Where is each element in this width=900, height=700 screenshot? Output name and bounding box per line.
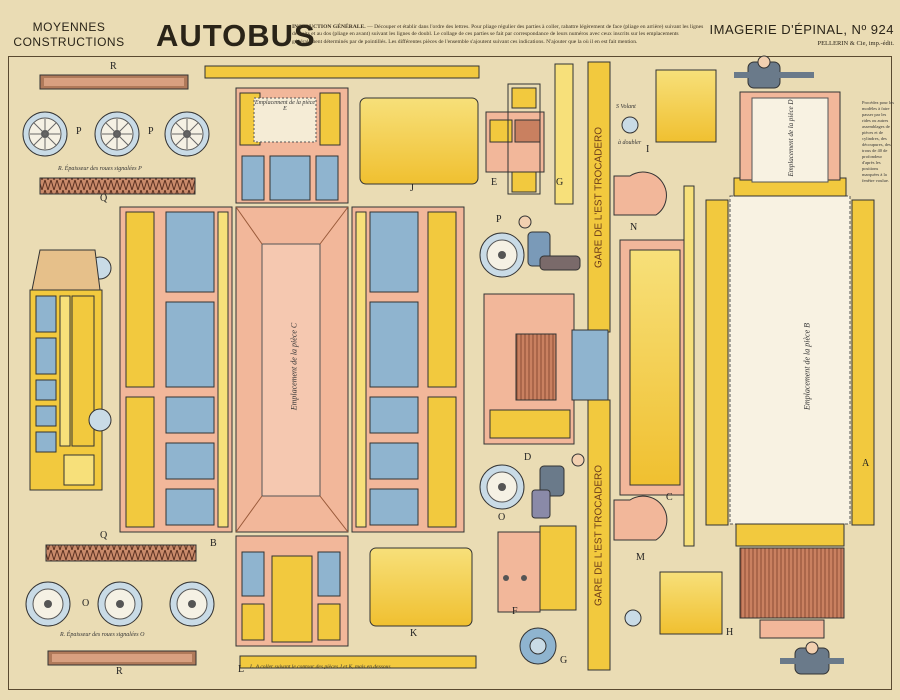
label-k: K: [410, 628, 418, 639]
caption-piece-e: Emplacement de la pièce E: [254, 100, 316, 112]
label-a: A: [862, 458, 870, 469]
caption-piece-c: Emplacement de la pièce C: [289, 322, 299, 411]
label-o-bottom: O: [82, 598, 90, 609]
destination-top: GARE DE L'EST TROCADERO: [593, 127, 605, 269]
caption-volant: S Volant: [616, 104, 636, 110]
label-p3: P: [496, 214, 502, 225]
label-m: M: [636, 552, 645, 563]
label-q-top: Q: [100, 193, 108, 204]
label-o-mid: O: [498, 512, 506, 523]
wheels-bottom: [25, 581, 215, 627]
series-line-2: CONSTRUCTIONS: [13, 35, 125, 49]
figure-bottom-right: [780, 641, 844, 675]
steering-wheel: [621, 116, 639, 134]
label-e: E: [491, 177, 498, 188]
caption-a-doubler: à doubler: [618, 140, 642, 146]
bus-side-view: [29, 249, 112, 491]
piece-e: [485, 83, 545, 195]
label-p1: P: [76, 126, 82, 137]
piece-d-section: [483, 293, 609, 445]
label-q-bottom: Q: [100, 530, 108, 541]
instructions: INSTRUCTION GÉNÉRALE. — Découper et étab…: [292, 24, 704, 46]
label-g-bottom: G: [560, 655, 568, 666]
piece-b-right-side: [351, 206, 465, 533]
piece-k: [369, 547, 473, 627]
piece-c-long: [619, 185, 695, 547]
destination-bottom: GARE DE L'EST TROCADERO: [593, 465, 605, 607]
piece-g-top: [554, 63, 574, 205]
instructions-text: — Découper et établir dans l'ordre des l…: [292, 24, 704, 45]
small-wheel: [624, 609, 642, 627]
piece-d-top: [739, 91, 841, 183]
piece-n: [613, 171, 667, 216]
figure-driver: [531, 453, 585, 519]
publisher-title: IMAGERIE D'ÉPINAL, Nº 924: [709, 22, 894, 37]
piece-m: [613, 495, 668, 541]
label-i: I: [646, 144, 650, 155]
piece-f: [497, 525, 577, 613]
label-r-bottom: R: [116, 666, 123, 677]
label-g-top: G: [556, 177, 564, 188]
label-p2: P: [148, 126, 154, 137]
caption-l-note: L. A coller suivant le contour des pièce…: [250, 664, 391, 670]
label-h: H: [726, 627, 734, 638]
hubcap-g: [519, 627, 557, 665]
tread-strip-top: [39, 177, 196, 195]
wheels-top: [22, 111, 210, 157]
caption-wheels-bottom: R. Épaisseur des roues signalées O: [60, 632, 145, 638]
label-r-top: R: [110, 61, 117, 72]
wheel-p-mid: [479, 232, 525, 278]
series-line-1: MOYENNES: [32, 20, 106, 34]
piece-b-left-side: [119, 206, 233, 533]
wheel-o-mid: [479, 464, 525, 510]
label-b: B: [210, 538, 217, 549]
piece-c-roof: [235, 206, 349, 533]
tread-strip-q: [45, 544, 197, 562]
rear-bottom-piece: [235, 535, 349, 647]
publisher-sub: PELLERIN & Cie, imp.-édit.: [817, 40, 894, 47]
caption-wheels-top: R. Épaisseur des roues signalées P: [58, 166, 142, 172]
caption-piece-b: Emplacement de la pièce B: [802, 322, 812, 411]
front-top-piece: [235, 87, 349, 204]
label-c: C: [666, 492, 673, 503]
piece-a-chassis: [705, 177, 875, 639]
instructions-heading: INSTRUCTION GÉNÉRALE.: [292, 24, 366, 30]
figure-top-right: [734, 55, 814, 89]
label-d: D: [524, 452, 532, 463]
caption-piece-d: Emplacement de la pièce D: [787, 99, 795, 177]
label-f: F: [512, 606, 518, 617]
side-note: Procédez pour les modèles à faire passer…: [862, 100, 894, 183]
sheet-frame: [8, 56, 892, 690]
piece-h: [659, 571, 723, 635]
label-l: L: [238, 664, 245, 675]
piece-j: [359, 97, 479, 185]
label-j: J: [410, 183, 414, 194]
piece-i: [655, 69, 717, 143]
label-n: N: [630, 222, 638, 233]
page-title: AUTOBUS: [156, 18, 316, 53]
series-label: MOYENNES CONSTRUCTIONS: [10, 20, 128, 50]
figure-seated: [518, 215, 581, 271]
